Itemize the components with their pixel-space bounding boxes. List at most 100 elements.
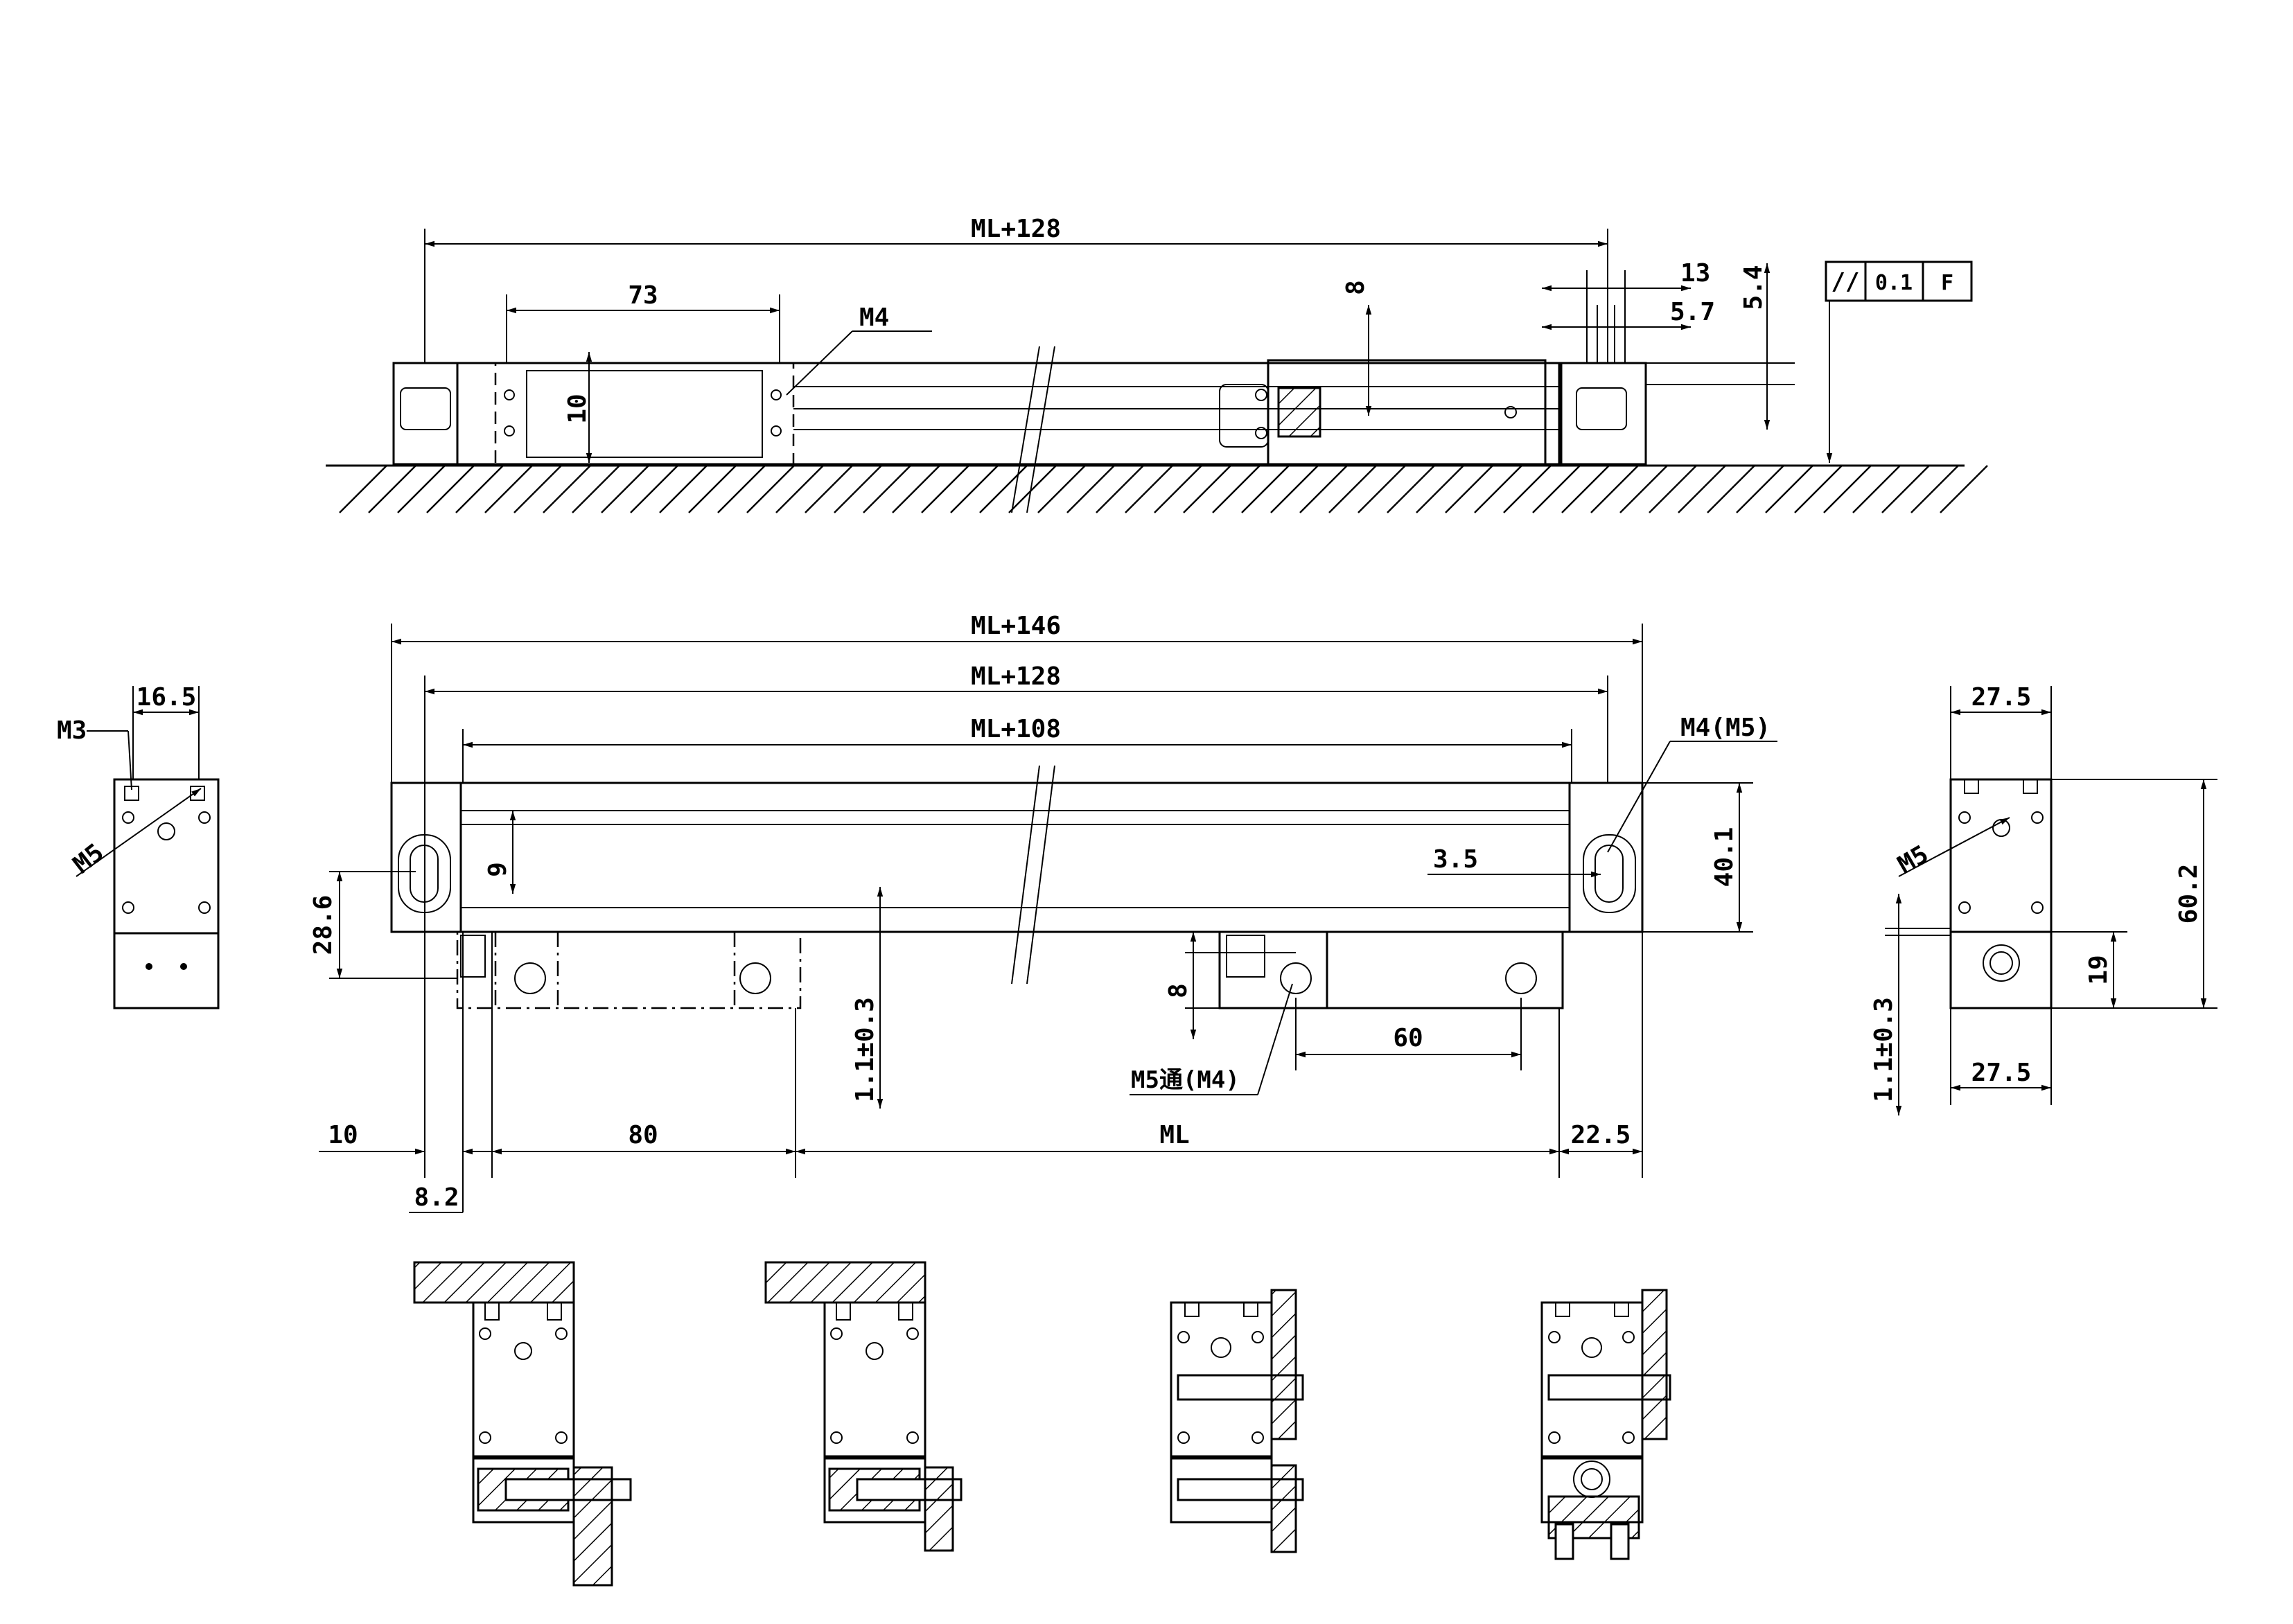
- ground-hatch-line: [688, 465, 737, 513]
- ground-hatch-line: [1037, 465, 1086, 513]
- left-side-view: 16.5 M3 M5: [57, 683, 220, 1009]
- right-profile: [1949, 778, 2053, 933]
- ground-hatch-line: [863, 465, 911, 513]
- label-top-thread: M4: [859, 303, 889, 332]
- tol-symbol: //: [1831, 268, 1860, 296]
- dim-top-8: 8: [1342, 280, 1370, 295]
- dim-top-5-7: 5.7: [1670, 298, 1715, 326]
- tolerance-frame: // 0.1 F: [1825, 261, 1973, 463]
- ground-hatch-line: [834, 465, 882, 513]
- ground-hatch-line: [921, 465, 969, 513]
- label-mid-m5-through: M5通(M4): [1131, 1066, 1240, 1094]
- ground-hatch-line: [484, 465, 533, 513]
- ground-hatch-line: [1794, 465, 1843, 513]
- ground-hatch-line: [950, 465, 999, 513]
- ground-hatch-line: [1590, 465, 1639, 513]
- ground-hatch-line: [1416, 465, 1464, 513]
- ground-hatch-line: [1445, 465, 1493, 513]
- ground-hatch-line: [659, 465, 708, 513]
- dim-top-overall: ML+128: [971, 215, 1061, 243]
- dim-right-19: 19: [2084, 955, 2113, 985]
- dim-top-height-10: 10: [563, 394, 592, 423]
- ground-hatch-line: [1270, 465, 1319, 513]
- ground-hatch-line: [1474, 465, 1522, 513]
- mounting-example-3: [1170, 1289, 1304, 1553]
- mid-left-reader: [456, 930, 802, 1009]
- dim-right-27-5-top: 27.5: [1971, 683, 2032, 712]
- ground-hatch-line: [805, 465, 853, 513]
- ground-hatch-line: [1881, 465, 1930, 513]
- top-ground: [326, 464, 1988, 513]
- ground-hatch-line: [1241, 465, 1290, 513]
- dim-mid-3-5: 3.5: [1433, 845, 1478, 874]
- dim-right-1-1: 1.1±0.3: [1870, 997, 1898, 1102]
- tol-datum: F: [1941, 271, 1953, 295]
- ground-hatch-line: [1154, 465, 1202, 513]
- ground-hatch-line: [717, 465, 766, 513]
- ground-hatch-line: [1299, 465, 1348, 513]
- ground-hatch-line: [1940, 465, 1988, 513]
- ground-hatch-line: [572, 465, 620, 513]
- ground-hatch-line: [979, 465, 1028, 513]
- ground-hatch-line: [1328, 465, 1377, 513]
- ground-hatch-line: [775, 465, 824, 513]
- ground-hatch-line: [426, 465, 475, 513]
- dim-mid-28-6: 28.6: [309, 895, 337, 955]
- dim-mid-146: ML+146: [971, 612, 1061, 640]
- mounting-example-1: [413, 1261, 632, 1587]
- ground-hatch-line: [397, 465, 446, 513]
- dim-top-5-4: 5.4: [1739, 265, 1768, 310]
- ground-hatch-line: [601, 465, 649, 513]
- ground-hatch-line: [543, 465, 591, 513]
- ground-hatch-line: [1707, 465, 1755, 513]
- tol-value: 0.1: [1875, 271, 1913, 295]
- mounting-example-2: [764, 1261, 963, 1552]
- middle-view: ML+146 ML+128 ML+108 M4(M5) 3.5 40.1 9 2…: [309, 612, 1777, 1213]
- ground-hatch-line: [1532, 465, 1581, 513]
- label-right-m5: M5: [1893, 840, 1933, 880]
- dim-bottom-8-2: 8.2: [414, 1183, 459, 1212]
- dim-mid-108: ML+108: [971, 715, 1061, 743]
- left-profile: [113, 778, 220, 935]
- ground-hatch-line: [1649, 465, 1697, 513]
- ground-hatch-line: [1561, 465, 1610, 513]
- dim-right-60-2: 60.2: [2175, 864, 2203, 924]
- label-left-m5: M5: [68, 838, 109, 879]
- dim-mid-40-1: 40.1: [1710, 827, 1739, 888]
- ground-hatch-line: [1125, 465, 1173, 513]
- top-left-endcap: [392, 362, 459, 466]
- ground-hatch-line: [1823, 465, 1872, 513]
- ground-hatch-line: [1852, 465, 1901, 513]
- dim-bottom-22-5: 22.5: [1571, 1121, 1631, 1149]
- mid-scale-body: [390, 782, 1644, 933]
- ground-hatch-line: [1619, 465, 1668, 513]
- dim-mid-60: 60: [1393, 1024, 1423, 1052]
- ground-hatch-line: [1503, 465, 1552, 513]
- top-view: ML+128 73 M4 10 8 13 5.7 5.4: [326, 215, 1988, 513]
- dim-top-13: 13: [1680, 259, 1710, 288]
- dim-bottom-80: 80: [628, 1121, 658, 1149]
- dim-bottom-ml: ML: [1159, 1121, 1189, 1149]
- ground-hatch-line: [339, 465, 387, 513]
- ground-hatch-line: [892, 465, 940, 513]
- label-left-m3: M3: [57, 716, 87, 745]
- dim-mid-128: ML+128: [971, 662, 1061, 691]
- ground-hatch-line: [513, 465, 562, 513]
- dim-right-27-5-bottom: 27.5: [1971, 1059, 2032, 1087]
- ground-hatch-line: [1678, 465, 1726, 513]
- dim-mid-9: 9: [484, 862, 512, 877]
- ground-hatch-line: [1736, 465, 1784, 513]
- mid-right-reader: [1218, 930, 1564, 1009]
- dim-top-reader: 73: [628, 281, 658, 310]
- ground-hatch-line: [1212, 465, 1260, 513]
- ground-hatch-line: [1066, 465, 1115, 513]
- ground-hatch-line: [1183, 465, 1231, 513]
- ground-hatch-line: [1765, 465, 1813, 513]
- mounting-example-4: [1540, 1289, 1671, 1560]
- ground-hatch-line: [1096, 465, 1144, 513]
- ground-hatch-line: [1358, 465, 1406, 513]
- dim-mid-1-1: 1.1±0.3: [851, 997, 879, 1102]
- top-right-endcap: [1558, 362, 1647, 466]
- top-reader-dashed: [494, 362, 795, 466]
- ground-hatch-line: [1387, 465, 1435, 513]
